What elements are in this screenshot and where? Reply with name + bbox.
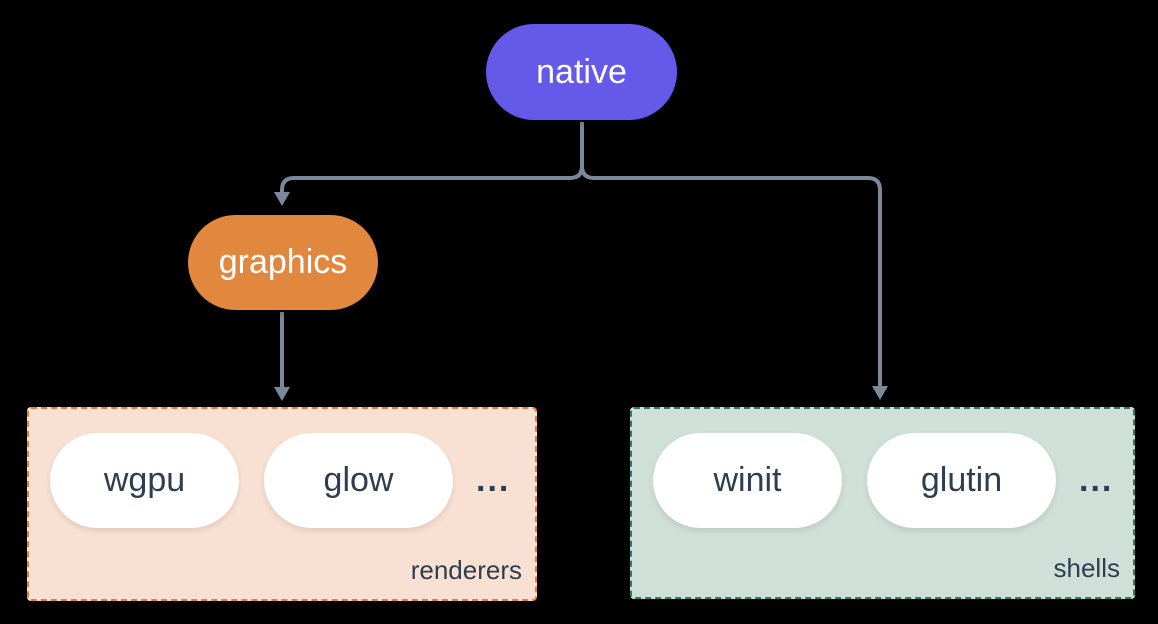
shells-pill-row: winit glutin ... — [653, 433, 1113, 528]
node-graphics: graphics — [188, 215, 378, 310]
node-glow-label: glow — [323, 461, 394, 499]
renderers-pill-row: wgpu glow ... — [50, 433, 510, 528]
renderers-ellipsis: ... — [476, 461, 511, 499]
node-native-label: native — [536, 52, 627, 91]
arrowhead-renderers — [274, 387, 290, 401]
node-wgpu-label: wgpu — [103, 461, 186, 499]
shells-ellipsis: ... — [1079, 461, 1114, 499]
node-winit: winit — [653, 433, 842, 528]
shells-group-label: shells — [1053, 553, 1120, 583]
node-wgpu: wgpu — [50, 433, 239, 528]
group-shells: winit glutin ... shells — [630, 407, 1135, 599]
group-renderers: wgpu glow ... renderers — [27, 407, 537, 601]
node-glow: glow — [264, 433, 453, 528]
node-native: native — [486, 24, 677, 120]
edge-native-graphics — [280, 122, 584, 193]
renderers-group-label: renderers — [410, 555, 522, 585]
arrowhead-shells — [872, 386, 888, 400]
arrowhead-graphics — [274, 192, 290, 206]
node-glutin: glutin — [867, 433, 1056, 528]
edge-native-shells — [580, 165, 882, 387]
node-graphics-label: graphics — [218, 243, 348, 281]
node-winit-label: winit — [713, 461, 782, 499]
node-glutin-label: glutin — [920, 461, 1003, 499]
